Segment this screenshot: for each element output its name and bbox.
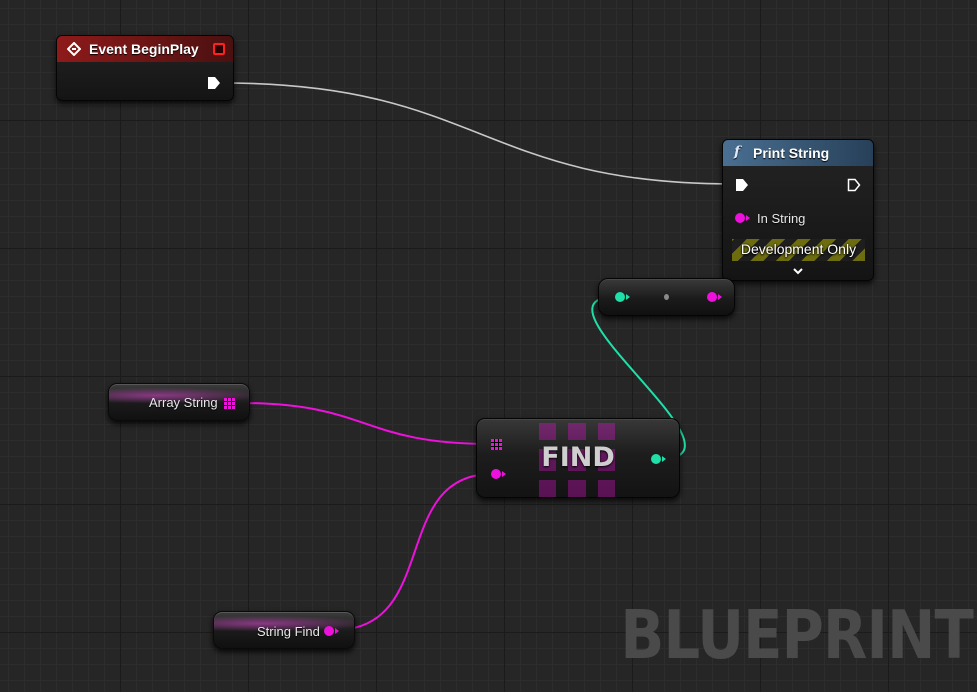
exec-in-pin[interactable] <box>735 178 749 197</box>
event-icon <box>66 41 82 57</box>
string-find-variable-node[interactable]: String Find <box>213 611 355 649</box>
array-output-pin-icon[interactable] <box>224 398 235 409</box>
print-string-node[interactable]: f Print String In String Development Onl… <box>722 139 874 281</box>
string-output-pin-arrow <box>335 628 339 634</box>
array-input-pin-icon[interactable] <box>491 439 502 450</box>
index-output-pin[interactable] <box>651 454 661 464</box>
search-string-input-pin-arrow <box>502 471 506 477</box>
function-icon: f <box>734 144 741 160</box>
print-string-title: Print String <box>753 145 830 161</box>
development-only-text: Development Only <box>740 241 857 257</box>
conversion-dot-icon <box>664 294 669 300</box>
array-string-variable-node[interactable]: Array String <box>108 383 250 421</box>
string-find-label: String Find <box>257 624 320 639</box>
int-input-pin[interactable] <box>615 292 625 302</box>
conversion-node[interactable] <box>598 278 735 316</box>
find-label: FIND <box>541 442 615 473</box>
index-output-pin-arrow <box>662 456 666 462</box>
string-output-pin[interactable] <box>324 626 334 636</box>
string-output-pin-arrow <box>718 294 722 300</box>
exec-out-pin[interactable] <box>207 76 221 95</box>
development-only-banner: Development Only <box>732 239 865 261</box>
in-string-pin[interactable] <box>735 213 745 223</box>
chevron-down-icon[interactable] <box>792 264 804 275</box>
array-string-label: Array String <box>149 395 218 410</box>
find-node[interactable]: FIND <box>476 418 680 498</box>
string-output-pin[interactable] <box>707 292 717 302</box>
exec-out-pin[interactable] <box>847 178 861 197</box>
event-beginplay-header: Event BeginPlay <box>57 36 233 62</box>
event-beginplay-node[interactable]: Event BeginPlay <box>56 35 234 101</box>
int-input-pin-arrow <box>626 294 630 300</box>
event-beginplay-title: Event BeginPlay <box>89 41 199 57</box>
delegate-pin-icon[interactable] <box>213 43 225 55</box>
in-string-pin-arrow <box>746 215 750 221</box>
print-string-header: f Print String <box>723 140 873 166</box>
array-grid-watermark-icon <box>539 423 615 497</box>
in-string-label: In String <box>757 211 806 226</box>
search-string-input-pin[interactable] <box>491 469 501 479</box>
blueprint-watermark: BLUEPRINT <box>620 596 973 674</box>
